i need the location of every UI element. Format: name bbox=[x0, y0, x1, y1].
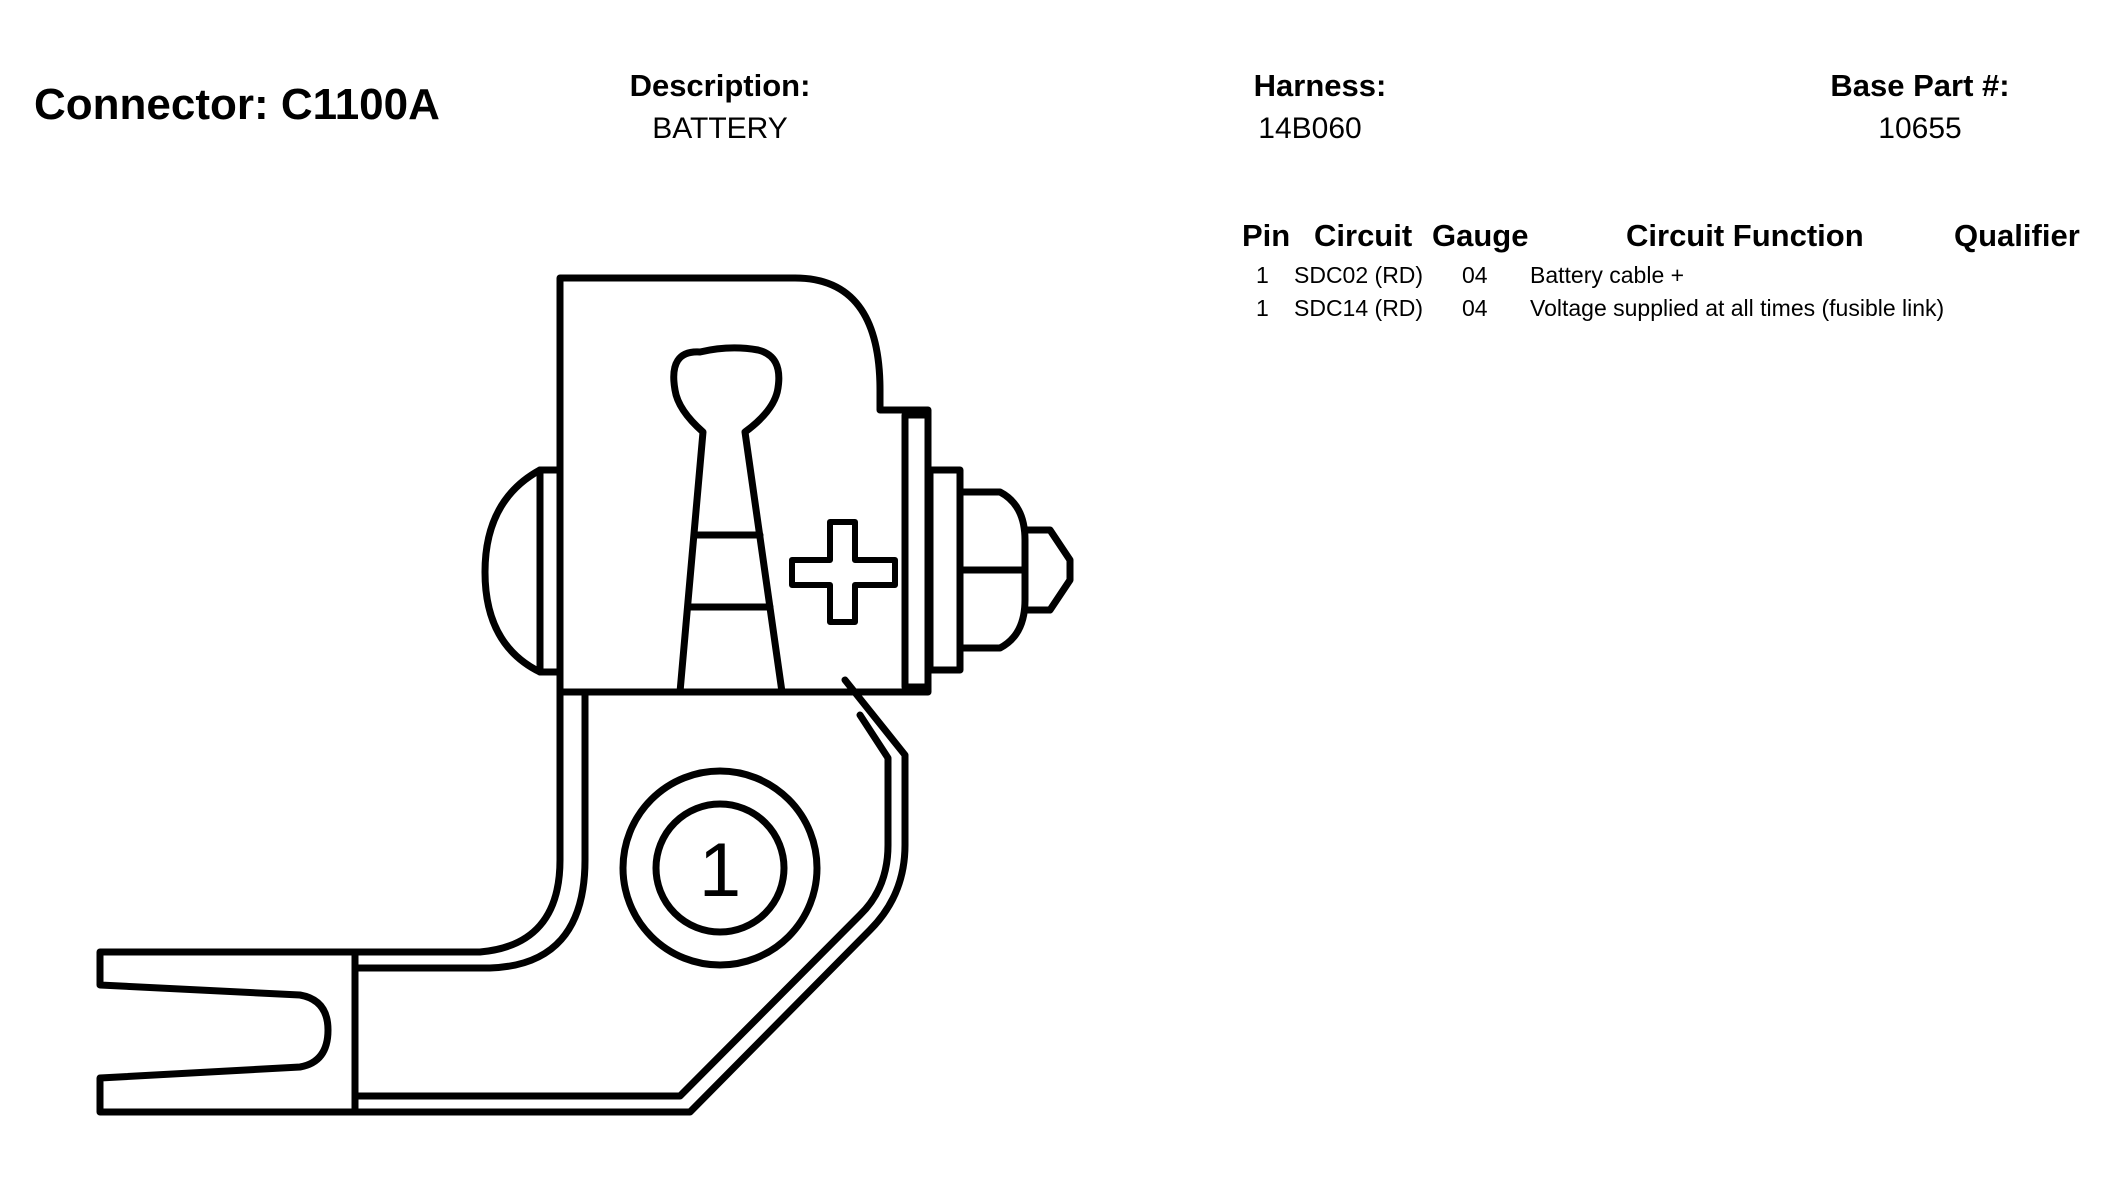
description-value: BATTERY bbox=[652, 112, 788, 145]
table-row-1-gauge: 04 bbox=[1462, 262, 1488, 288]
nut-hex bbox=[956, 488, 1029, 652]
base-part-value: 10655 bbox=[1878, 112, 1962, 145]
terminal-tongue-inner bbox=[351, 688, 892, 1100]
harness-label: Harness: bbox=[1253, 68, 1387, 103]
col-header-pin: Pin bbox=[1242, 218, 1291, 253]
base-part-label: Base Part #: bbox=[1830, 68, 2010, 103]
stud-hole-inner bbox=[652, 800, 788, 936]
clamp-body bbox=[556, 274, 932, 696]
polarity-plus-outline bbox=[789, 519, 898, 625]
connector-title: Connector: C1100A bbox=[34, 80, 440, 129]
col-header-circuit-function: Circuit Function bbox=[1626, 218, 1864, 253]
col-header-gauge: Gauge bbox=[1432, 218, 1529, 253]
table-row-2-circuit: SDC14 (RD) bbox=[1294, 295, 1424, 321]
clamp-side-plate bbox=[901, 411, 932, 691]
fork-terminal bbox=[96, 948, 359, 1116]
table-row-2-pin: 1 bbox=[1256, 295, 1269, 321]
table-row-2-function: Voltage supplied at all times (fusible l… bbox=[1530, 295, 1945, 321]
nut-washer bbox=[926, 466, 964, 674]
col-header-circuit: Circuit bbox=[1314, 218, 1413, 253]
description-label: Description: bbox=[629, 68, 811, 103]
harness-value: 14B060 bbox=[1258, 112, 1362, 145]
bolt-tip bbox=[1021, 526, 1074, 614]
col-header-qualifier: Qualifier bbox=[1954, 218, 2080, 253]
table-row-1-pin: 1 bbox=[1256, 262, 1269, 288]
stud-hole-outer bbox=[619, 767, 821, 969]
pin-number-label: 1 bbox=[699, 828, 741, 913]
keyhole-slot bbox=[670, 344, 786, 696]
table-row-2-gauge: 04 bbox=[1462, 295, 1488, 321]
table-row-1-function: Battery cable + bbox=[1530, 262, 1685, 288]
bolt-head-dome bbox=[481, 466, 564, 676]
table-row-1-circuit: SDC02 (RD) bbox=[1294, 262, 1424, 288]
